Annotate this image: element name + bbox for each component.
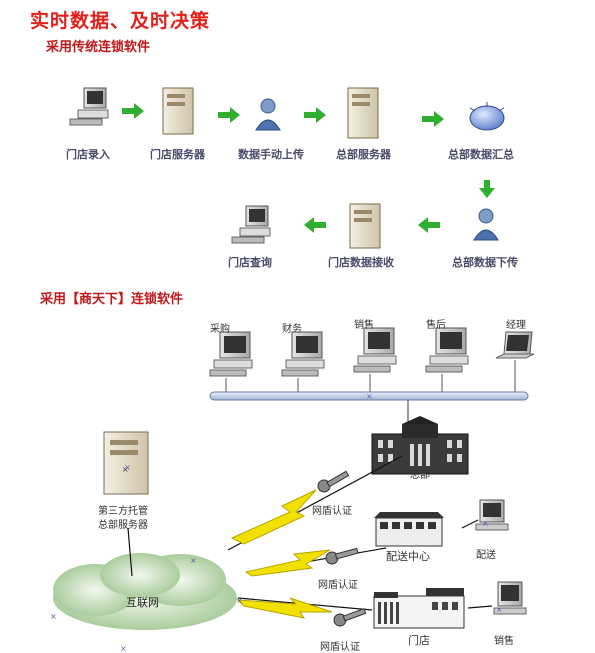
svg-text:×: × <box>366 392 373 401</box>
pc-icon <box>69 87 109 126</box>
workstation-icon <box>353 327 397 373</box>
store-building-icon <box>373 588 465 629</box>
bus-drops <box>225 360 516 392</box>
label-finance: 财务 <box>282 324 302 335</box>
key-icon <box>325 547 359 565</box>
lightning-bolt-icon <box>236 597 333 619</box>
label-hq: 总部 <box>410 470 430 481</box>
green-arrow-icon <box>304 107 326 123</box>
svg-text:×: × <box>190 556 197 565</box>
hub-icon <box>469 102 505 131</box>
green-arrow-icon <box>218 107 240 123</box>
label-shield-3: 网盾认证 <box>320 642 360 653</box>
svg-text:×: × <box>496 605 503 614</box>
network-bus <box>209 391 529 401</box>
label-hq-server-2: 总部服务器 <box>98 520 148 531</box>
hq-server-icon <box>347 87 379 139</box>
label-store-server: 门店服务器 <box>150 148 205 161</box>
lightning-bolt-icon <box>230 489 317 545</box>
svg-text:×: × <box>482 519 489 528</box>
green-down-arrow-icon <box>479 180 495 198</box>
server-icon <box>162 87 194 135</box>
workstation-icon <box>281 331 325 377</box>
svg-text:×: × <box>236 596 243 605</box>
label-purchasing: 采购 <box>210 324 230 335</box>
laptop-icon <box>495 331 535 359</box>
green-arrow-icon <box>122 103 144 119</box>
svg-text:×: × <box>124 463 131 472</box>
lightning-bolt-icon <box>244 549 331 577</box>
key-icon <box>317 470 350 493</box>
store-server-icon <box>349 203 381 249</box>
label-distribution-center: 配送中心 <box>386 550 430 563</box>
label-shield-1: 网盾认证 <box>312 506 352 517</box>
svg-text:×: × <box>120 644 127 652</box>
green-left-arrow-icon <box>418 217 440 233</box>
shangtianxia-heading: 采用【商天下】连锁软件 <box>40 292 184 307</box>
traditional-heading: 采用传统连锁软件 <box>46 40 151 55</box>
label-after-sales: 售后 <box>426 320 446 331</box>
third-party-server-icon: × <box>103 431 149 495</box>
label-hq-download: 总部数据下传 <box>452 256 518 269</box>
label-store: 门店 <box>408 634 430 647</box>
label-manager: 经理 <box>506 320 526 331</box>
green-arrow-icon <box>422 111 444 127</box>
user-icon <box>473 208 499 241</box>
label-sales: 销售 <box>354 320 374 331</box>
store-pc-icon <box>493 581 527 615</box>
user-icon <box>255 98 281 131</box>
distribution-center-icon <box>374 512 444 547</box>
node-markers: × × × × × × × × <box>50 392 503 652</box>
pc-icon <box>231 205 271 244</box>
label-distribution-pc: 配送 <box>476 550 496 561</box>
label-store-receive: 门店数据接收 <box>328 256 394 269</box>
label-third-party: 第三方托管 <box>98 506 148 517</box>
green-left-arrow-icon <box>304 217 326 233</box>
label-store-entry: 门店录入 <box>66 148 110 161</box>
label-hq-summary: 总部数据汇总 <box>448 148 514 161</box>
label-internet: 互联网 <box>126 596 159 609</box>
distribution-pc-icon <box>475 499 509 531</box>
workstation-icon <box>209 331 253 377</box>
key-icon <box>333 607 367 627</box>
page-title: 实时数据、及时决策 <box>30 10 211 32</box>
svg-text:×: × <box>122 465 129 474</box>
hq-building-icon <box>371 416 469 475</box>
label-manual-upload: 数据手动上传 <box>238 148 304 161</box>
label-hq-server: 总部服务器 <box>336 148 391 161</box>
workstation-icon <box>425 327 469 373</box>
label-shield-2: 网盾认证 <box>318 580 358 591</box>
label-store-pc: 销售 <box>494 636 514 647</box>
svg-text:×: × <box>50 612 57 621</box>
label-store-query: 门店查询 <box>228 256 272 269</box>
internet-cloud-icon <box>53 553 237 630</box>
